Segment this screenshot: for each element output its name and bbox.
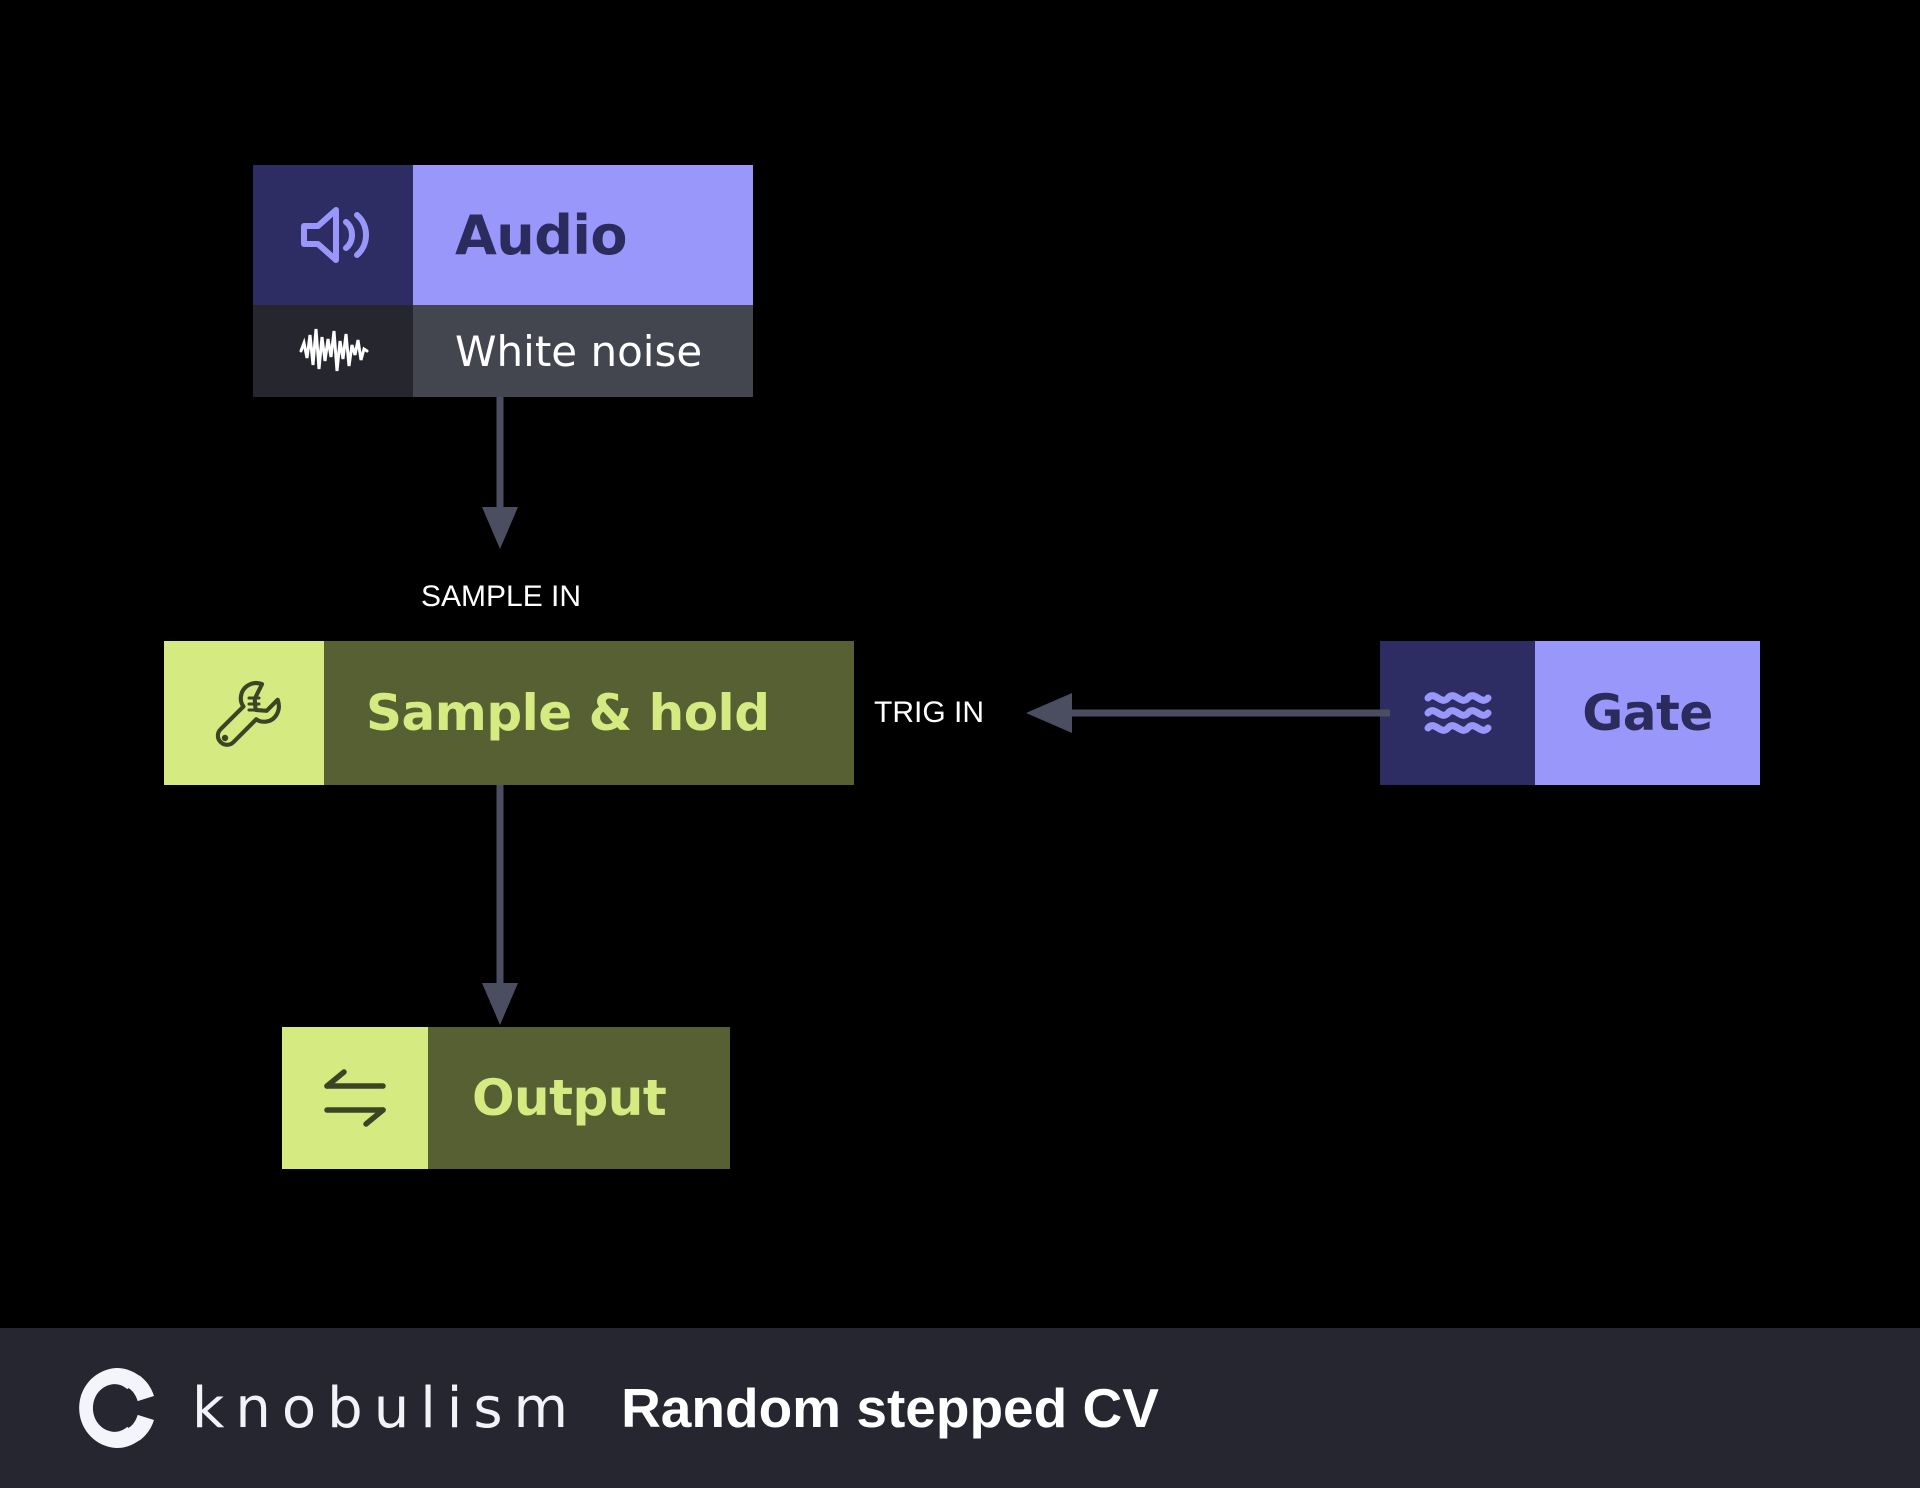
node-audio-title: Audio — [413, 165, 753, 305]
waveform-icon — [253, 305, 413, 397]
footer-patch-title: Random stepped CV — [621, 1377, 1159, 1439]
node-gate[interactable]: Gate — [1380, 641, 1760, 785]
edge-sample-hold-to-output — [482, 785, 518, 1025]
edge-label-sample-in: SAMPLE IN — [421, 580, 582, 613]
transfer-arrows-icon — [282, 1027, 428, 1169]
edge-audio-to-sample-hold — [482, 397, 518, 549]
node-sample-hold-title: Sample & hold — [324, 641, 854, 785]
node-audio-subrow[interactable]: White noise — [253, 305, 753, 397]
edge-gate-to-sample-hold — [1026, 693, 1390, 733]
node-audio-header[interactable]: Audio — [253, 165, 753, 305]
node-audio-subtitle: White noise — [413, 305, 753, 397]
node-audio[interactable]: Audio White noise — [253, 165, 753, 397]
node-output-title: Output — [428, 1027, 730, 1169]
edge-label-trig-in: TRIG IN — [874, 696, 984, 729]
footer-bar: knobulism Random stepped CV — [0, 1328, 1920, 1488]
speaker-icon — [253, 165, 413, 305]
node-gate-title: Gate — [1535, 641, 1760, 785]
knobulism-logo-icon — [79, 1368, 154, 1448]
node-output[interactable]: Output — [282, 1027, 730, 1169]
footer-brand-name: knobulism — [192, 1375, 580, 1441]
waves-icon — [1380, 641, 1535, 785]
node-sample-hold[interactable]: Sample & hold — [164, 641, 854, 785]
wrench-icon — [164, 641, 324, 785]
